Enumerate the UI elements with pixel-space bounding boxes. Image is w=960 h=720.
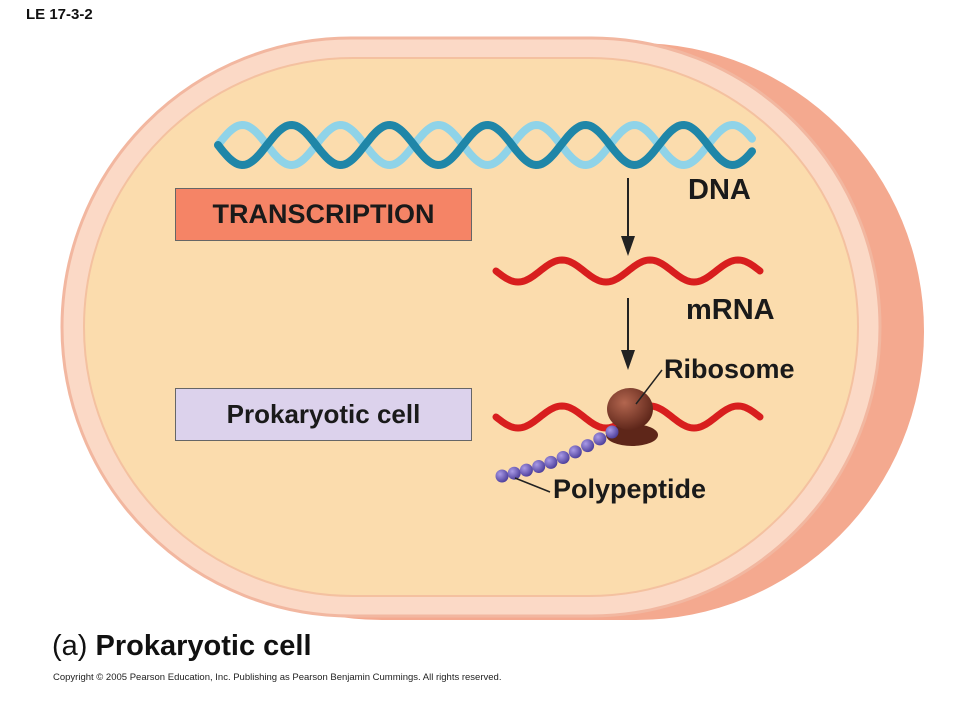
dna-helix <box>214 120 756 170</box>
amino-acid-bead <box>593 432 607 446</box>
amino-acid-bead <box>605 425 619 439</box>
amino-acid-bead <box>581 439 595 453</box>
polypeptide-label: Polypeptide <box>553 474 707 504</box>
ribosome <box>606 388 658 446</box>
dna-strand-light <box>214 120 756 170</box>
polypeptide-leader-line <box>514 477 551 493</box>
mrna-strand <box>492 256 764 286</box>
caption-title: Prokaryotic cell <box>95 630 312 662</box>
amino-acid-bead <box>532 460 546 473</box>
ribosome-label: Ribosome <box>664 354 795 384</box>
amino-acid-bead <box>519 463 533 477</box>
mrna-ribbon <box>492 256 764 286</box>
amino-acid-bead <box>507 466 521 480</box>
amino-acid-bead <box>544 455 558 469</box>
figure-caption: (a) Prokaryotic cell <box>52 630 312 663</box>
figure-label: LE 17-3-2 <box>26 6 93 23</box>
amino-acid-bead <box>495 469 509 483</box>
amino-acid-bead <box>568 445 582 459</box>
prokaryotic-cell-box: Prokaryotic cell <box>175 388 472 441</box>
copyright-notice: Copyright © 2005 Pearson Education, Inc.… <box>53 672 502 683</box>
dna-strand-dark <box>214 120 756 170</box>
arrow-dna-to-mrna <box>621 178 635 256</box>
arrow-mrna-to-ribosome <box>621 298 635 370</box>
transcription-box: TRANSCRIPTION <box>175 188 472 241</box>
mrna-label: mRNA <box>686 294 775 326</box>
dna-label: DNA <box>688 174 751 206</box>
polypeptide-chain <box>495 425 619 483</box>
caption-prefix: (a) <box>52 630 88 662</box>
amino-acid-bead <box>556 451 570 464</box>
ribosome-leader-line <box>635 369 663 405</box>
